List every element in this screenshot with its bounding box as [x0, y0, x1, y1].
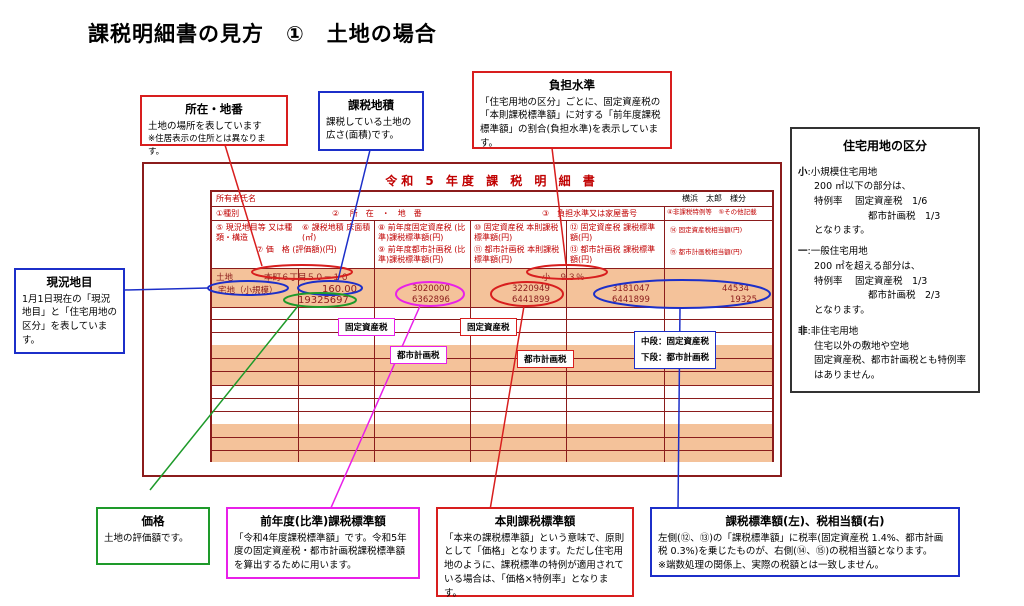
- arrow-prev: [329, 305, 421, 511]
- tag-fixed-asset-tax-2: 固定資産税: [460, 318, 517, 336]
- header-special: ④非課税特例等 ⑤その他記載: [667, 208, 757, 216]
- arrow-current: [124, 287, 209, 291]
- cell-tax-city: 6441899: [612, 295, 650, 305]
- ellipse-burden: [526, 264, 608, 280]
- cell-amt-fixed: 44534: [722, 284, 750, 294]
- header-burden: ③ 負担水準又は家屋番号: [542, 209, 638, 218]
- cell-base-city: 6441899: [512, 295, 550, 305]
- header-12: ⑫ 固定資産税 課税標準額(円): [570, 223, 656, 242]
- tag-fixed-asset-tax-1: 固定資産税: [338, 318, 395, 336]
- ellipse-prev: [395, 281, 465, 307]
- data-row-peach: [212, 269, 772, 307]
- page-title: 課税明細書の見方 ① 土地の場合: [88, 22, 437, 46]
- callout-standard-tax-base: 本則課税標準額 「本来の課税標準額」という意味で、原則として「価格」となります。…: [436, 507, 634, 599]
- header-6: ⑥ 課税地積 床面積(㎡): [302, 223, 371, 242]
- owner-label: 所有者氏名: [216, 194, 256, 203]
- cell-prev-fixed: 3020000: [412, 284, 450, 294]
- header-8: ⑧ 前年度固定資産税 (比準)課税標準額(円): [378, 223, 466, 242]
- callout-price: 価格 土地の評価額です。: [96, 507, 210, 565]
- tag-lower-row: 下段：都市計画税: [641, 353, 710, 364]
- ellipse-base: [490, 281, 564, 307]
- callout-prev-year-tax-base: 前年度(比準)課税標準額 「令和4年度課税標準額」です。令和5年度の固定資産税・…: [226, 507, 420, 579]
- arrow-price: [149, 305, 299, 491]
- statement-title: 令和 5 年度 課 税 明 細 書: [385, 174, 599, 188]
- callout-burden: 負担水準 「住宅用地の区分」ごとに、固定資産税の「本則課税標準額」に対する「前年…: [472, 71, 672, 149]
- cell-price: 19325697: [298, 295, 349, 306]
- cell-land-use: 宅地（小規模）: [218, 286, 278, 296]
- header-11: ⑪ 都市計画税 本則課税標準額(円): [474, 245, 560, 264]
- ellipse-address: [251, 264, 353, 280]
- cell-tax-fixed: 3181047: [612, 284, 650, 294]
- header-7: ⑦ 価 格 (評価額)(円): [256, 245, 337, 254]
- callout-tax-base-and-amount: 課税標準額(左)、税相当額(右) 左側(⑫、⑬)の「課税標準額」に税率(固定資産…: [650, 507, 960, 577]
- arrow-area: [337, 149, 371, 281]
- residential-land-classification: 住宅用地の区分 小:小規模住宅用地 200 ㎡以下の部分は、 特例率 固定資産税…: [790, 127, 980, 393]
- cell-amt-city: 19325: [730, 295, 758, 305]
- tag-city-planning-tax-1: 都市計画税: [390, 346, 447, 364]
- ellipse-land-use: [207, 280, 289, 296]
- header-14: ⑭ 固定資産税相当額(円): [670, 226, 743, 234]
- cell-area: 160.00: [322, 284, 357, 295]
- callout-current-land-use: 現況地目 1月1日現在の「現況地目」と「住宅用地の区分」を表しています。: [14, 268, 125, 354]
- header-10: ⑩ 固定資産税 本則課税標準額(円): [474, 223, 559, 242]
- cell-base-fixed: 3220949: [512, 284, 550, 294]
- header-type: ①種別: [216, 209, 240, 218]
- ellipse-price: [283, 292, 357, 308]
- tag-city-planning-tax-2: 都市計画税: [517, 350, 574, 368]
- cell-prev-city: 6362896: [412, 295, 450, 305]
- arrow-base: [489, 305, 525, 511]
- arrow-location: [224, 144, 263, 267]
- statement-frame: [142, 162, 782, 477]
- owner-name: 横浜 太郎 様分: [682, 194, 746, 203]
- ellipse-tax: [593, 279, 771, 309]
- header-13: ⑬ 都市計画税 課税標準額(円): [570, 245, 656, 264]
- callout-location: 所在・地番 土地の場所を表しています ※住居表示の住所とは異なります。: [140, 95, 288, 157]
- arrow-burden: [551, 147, 567, 265]
- ellipse-area: [297, 280, 363, 296]
- callout-area: 課税地積 課税している土地の広さ(面積)です。: [318, 91, 424, 151]
- header-15: ⑮ 都市計画税相当額(円): [670, 248, 743, 256]
- header-location: ② 所 在 ・ 地 番: [332, 209, 422, 218]
- cell-type: 土地: [216, 273, 234, 283]
- tag-row-legend: 中段：固定資産税 下段：都市計画税: [634, 331, 717, 370]
- tag-middle-row: 中段：固定資産税: [641, 337, 710, 347]
- header-5: ⑤ 現況地目等 又は種類・構造: [216, 223, 293, 242]
- header-9: ⑨ 前年度都市計画税 (比準)課税標準額(円): [378, 245, 466, 264]
